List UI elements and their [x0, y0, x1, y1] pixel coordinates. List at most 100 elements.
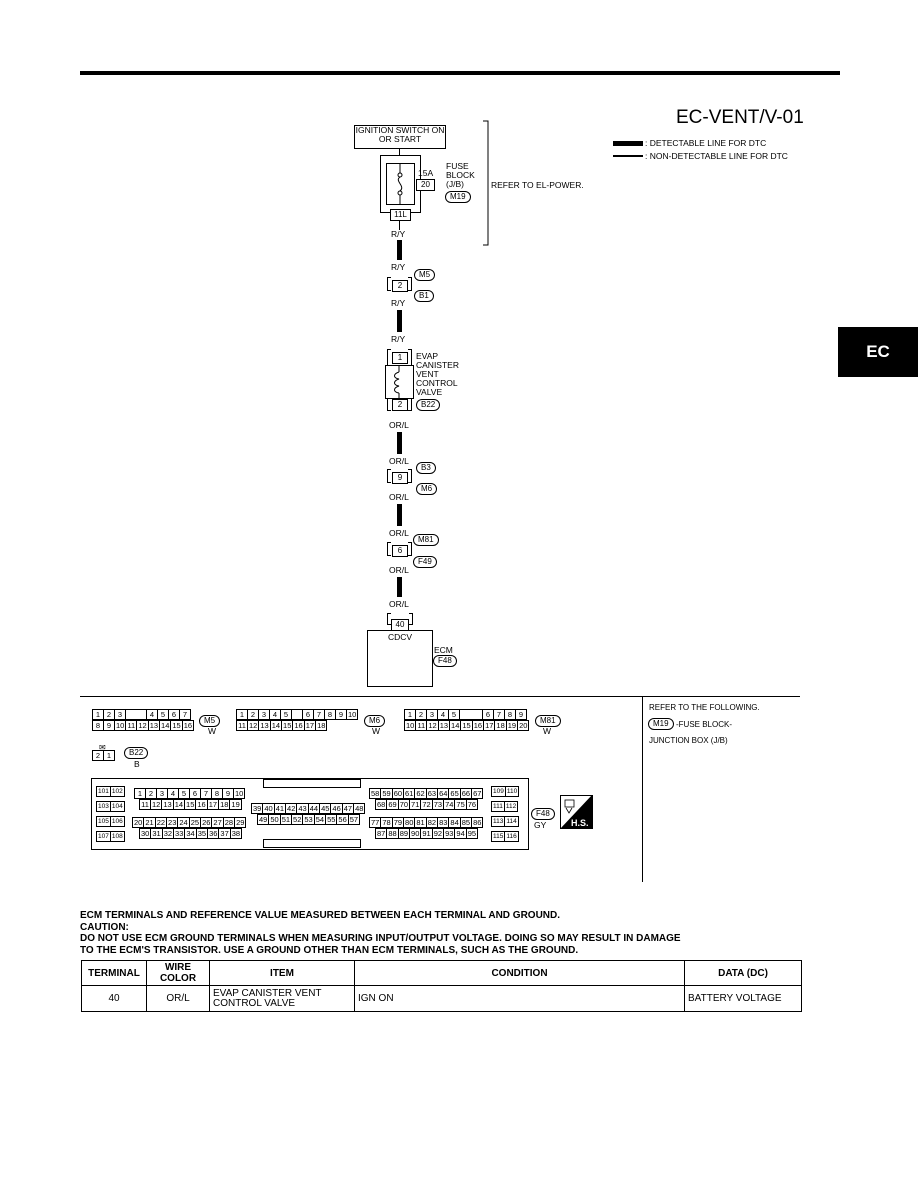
connector-b22: B22	[416, 399, 441, 411]
connector-pin: 102	[109, 786, 125, 797]
wire-color: OR/L	[389, 492, 409, 502]
caution-notes: ECM TERMINALS AND REFERENCE VALUE MEASUR…	[80, 910, 681, 956]
refer-bracket	[483, 120, 489, 246]
wire-thick	[397, 310, 402, 332]
connector-pin: 107	[96, 831, 111, 842]
m5-label: M5	[199, 715, 221, 727]
connector-f48: F48	[433, 655, 457, 667]
f48-color: GY	[534, 820, 547, 830]
connector-pin: 110	[504, 786, 520, 797]
legend-detectable: : DETECTABLE LINE FOR DTC	[613, 138, 766, 148]
joint-bracket	[387, 469, 391, 483]
cell-wire-color: OR/L	[146, 985, 210, 1012]
connector-pin: 114	[504, 816, 519, 827]
connector-pin: 18	[315, 720, 328, 731]
connector-f49: F49	[413, 556, 437, 568]
thick-line-swatch	[613, 140, 643, 146]
connector-pin: 101	[96, 786, 111, 797]
valve-body	[385, 365, 414, 399]
refer-line1: -FUSE BLOCK-	[676, 720, 733, 729]
col-condition: CONDITION	[354, 960, 685, 986]
connector-m5: M5	[414, 269, 436, 281]
diagram-id: EC-VENT/V-01	[676, 107, 804, 128]
legend-non-detectable: : NON-DETECTABLE LINE FOR DTC	[613, 151, 788, 161]
connector-pin: 16	[181, 720, 195, 731]
connector-pin: 113	[491, 816, 506, 827]
connector-pin: 116	[504, 831, 519, 842]
m5-color: W	[208, 726, 217, 736]
wire-thick	[397, 504, 402, 526]
harness-side-icon	[560, 795, 593, 829]
note-line-3: DO NOT USE ECM GROUND TERMINALS WHEN MEA…	[80, 933, 681, 944]
connector-b3: B3	[416, 462, 436, 474]
connector-pin: 86	[471, 817, 484, 828]
section-tab[interactable]: EC	[838, 327, 918, 377]
table-header-row: TERMINAL WIRE COLOR ITEM CONDITION DATA …	[81, 960, 802, 986]
connector-pin: 48	[353, 803, 366, 814]
connector-pin: 104	[109, 801, 125, 812]
wire-color: R/Y	[391, 229, 406, 239]
b22-lock-icon: ✉	[99, 743, 106, 752]
m81-color: W	[543, 726, 552, 736]
wire-thick	[397, 240, 402, 260]
b22-label: B22	[124, 747, 149, 759]
connector-pin: 1	[103, 750, 115, 761]
connector-pin: 10	[346, 709, 359, 720]
wire-color: OR/L	[389, 528, 409, 538]
connector-pin: 19	[229, 799, 242, 810]
ecm-terminal-table: TERMINAL WIRE COLOR ITEM CONDITION DATA …	[81, 960, 802, 1012]
ecm-box: CDCV	[367, 630, 433, 687]
terminal-11l: 11L	[390, 209, 411, 221]
wire-color: R/Y	[391, 334, 406, 344]
ecm-signal: CDCV	[387, 632, 413, 642]
col-wire-color: WIRE COLOR	[146, 960, 210, 986]
fuse-symbol-icon	[397, 164, 403, 204]
m81-label: M81	[535, 715, 561, 727]
connector-b1: B1	[414, 290, 434, 302]
connector-pin: 111	[491, 801, 505, 812]
wire-thick	[397, 432, 402, 454]
cell-condition: IGN ON	[354, 985, 685, 1012]
col-item: ITEM	[209, 960, 355, 986]
connector-pin: 106	[109, 816, 125, 827]
connector-pin: 67	[471, 788, 484, 799]
legend-label: : DETECTABLE LINE FOR DTC	[645, 138, 767, 148]
connector-pin: 20	[517, 720, 530, 731]
connector-pin: 112	[503, 801, 519, 812]
connector-m81: M81	[413, 534, 439, 546]
joint-bracket	[408, 469, 412, 483]
connector-pin: 57	[347, 814, 361, 825]
wire-thin	[399, 148, 400, 155]
ecm-label: ECM	[434, 645, 453, 655]
joint-pin: 9	[392, 472, 408, 484]
col-terminal: TERMINAL	[81, 960, 147, 986]
connector-pin: 7	[179, 709, 191, 720]
joint-bracket	[408, 277, 412, 291]
f48-latch-top	[263, 779, 361, 788]
connector-key	[125, 709, 147, 720]
ignition-switch-box: IGNITION SWITCH ON OR START	[354, 125, 446, 149]
wire-color: OR/L	[389, 420, 409, 430]
connector-pin: 76	[465, 799, 479, 810]
